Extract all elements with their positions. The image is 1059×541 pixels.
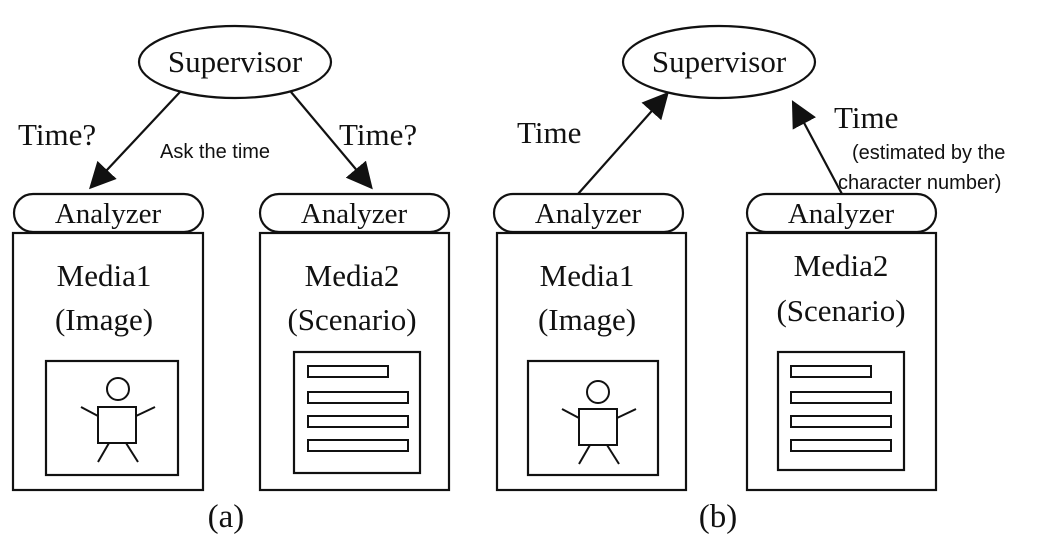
supervisor-label: Supervisor (652, 44, 787, 79)
media1-type: (Image) (55, 302, 153, 337)
supervisor-label: Supervisor (168, 44, 303, 79)
media1-name: Media1 (540, 258, 635, 293)
panel-a: Supervisor Time? Ask the time Time? Anal… (11, 24, 451, 535)
media2-name: Media2 (794, 248, 889, 283)
analyzer-label-left: Analyzer (535, 198, 642, 230)
media1-name: Media1 (57, 258, 152, 293)
image-frame-icon (44, 359, 180, 477)
media2-type: (Scenario) (776, 293, 905, 328)
scenario-frame-icon (292, 350, 422, 475)
supervisor-node (137, 24, 333, 100)
media1-type: (Image) (538, 302, 636, 337)
query-arrow-right (290, 91, 373, 190)
query-label-right: Time? (339, 117, 417, 152)
query-arrow-left (88, 91, 181, 190)
reply-label-right: Time (834, 100, 898, 135)
analyzer-label-left: Analyzer (55, 198, 162, 230)
scenario-lines-icon (307, 365, 409, 452)
supervisor-node (621, 24, 817, 100)
reply-note-line-1: (estimated by the (852, 142, 1005, 164)
panel-b: Supervisor Time Time (estimated by the c… (492, 24, 1005, 535)
caption-a: (a) (208, 499, 245, 535)
reply-arrow-right (791, 100, 843, 195)
query-label-left: Time? (18, 117, 96, 152)
stick-figure-icon (80, 377, 156, 463)
image-frame-icon (526, 359, 660, 477)
media2-type: (Scenario) (287, 302, 416, 337)
stick-figure-icon (561, 380, 637, 465)
reply-arrow-left (577, 91, 669, 195)
caption-b: (b) (699, 499, 737, 535)
scenario-lines-icon (790, 365, 892, 452)
ask-time-note: Ask the time (160, 141, 270, 163)
reply-label-left: Time (517, 115, 581, 150)
media2-name: Media2 (305, 258, 400, 293)
reply-note-line-2: character number) (838, 172, 1001, 194)
scenario-frame-icon (776, 350, 906, 472)
analyzer-label-right: Analyzer (301, 198, 408, 230)
analyzer-label-right: Analyzer (788, 198, 895, 230)
